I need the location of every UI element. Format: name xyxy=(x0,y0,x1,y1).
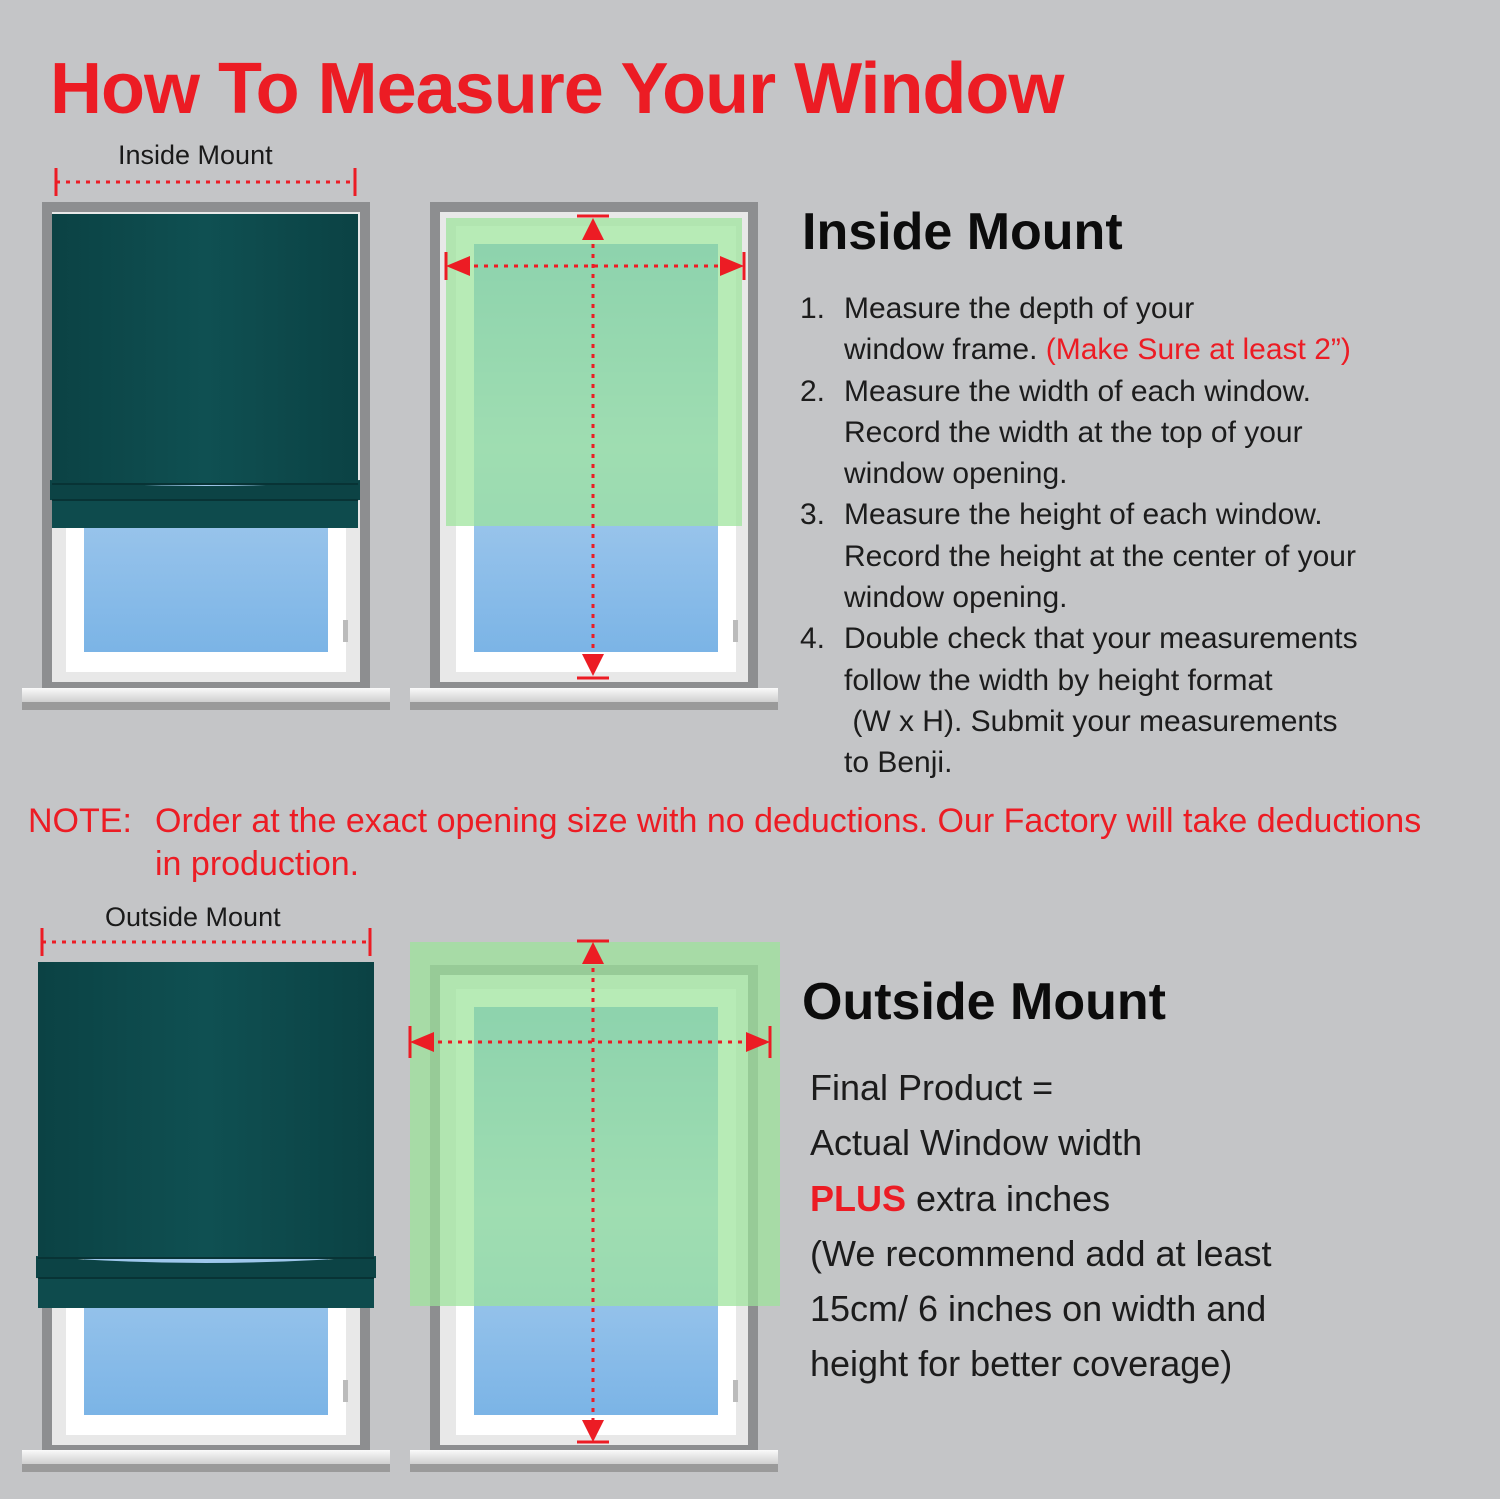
plus-label: PLUS xyxy=(810,1177,907,1219)
note-tag: NOTE: xyxy=(28,802,132,840)
roman-shade-icon xyxy=(38,962,374,1258)
list-item: 4. Double check that your measurements f… xyxy=(800,622,1358,780)
window-outside-measure xyxy=(408,939,780,1472)
roman-shade-icon xyxy=(52,214,358,484)
note-text: Order at the exact opening size with no … xyxy=(155,802,1422,883)
outside-mount-heading: Outside Mount xyxy=(802,973,1166,1031)
page-title: How To Measure Your Window xyxy=(50,49,1064,129)
outside-measure-area xyxy=(410,942,780,1306)
list-item: 1. Measure the depth of your window fram… xyxy=(800,292,1351,367)
inside-mount-label: Inside Mount xyxy=(118,140,273,170)
window-inside-measure xyxy=(410,202,778,710)
outside-mount-label: Outside Mount xyxy=(105,902,281,932)
list-item: 3. Measure the height of each window. Re… xyxy=(800,498,1356,615)
window-outside-shade xyxy=(22,928,390,1472)
depth-note: (Make Sure at least 2”) xyxy=(1045,333,1351,367)
inside-steps-list: 1. Measure the depth of your window fram… xyxy=(800,288,1460,784)
outside-mount-description: Final Product = Actual Window width PLUS… xyxy=(810,1067,1272,1385)
inside-mount-heading: Inside Mount xyxy=(802,203,1123,261)
window-inside-shade xyxy=(22,168,390,710)
list-item: 2. Measure the width of each window. Rec… xyxy=(800,374,1311,491)
